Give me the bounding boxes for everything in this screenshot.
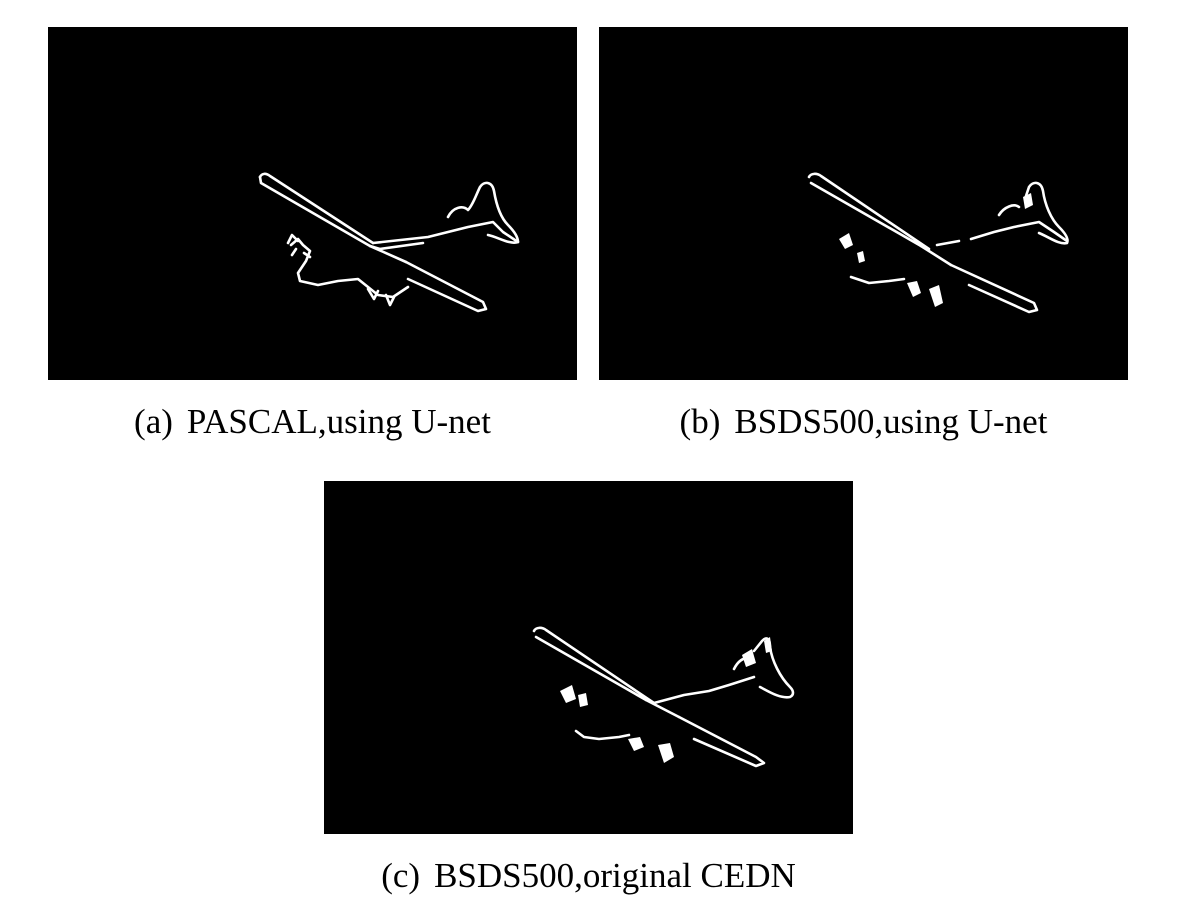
airplane-edge-map-a: [258, 172, 520, 313]
airplane-edge-map-c: [532, 626, 795, 768]
caption-a-text: PASCAL,using U-net: [186, 402, 491, 441]
edge-right-wing: [677, 715, 766, 768]
caption-a: (a) PASCAL,using U-net: [48, 402, 577, 442]
edge-tail-blob: [1023, 193, 1033, 209]
caption-c-text: BSDS500,original CEDN: [434, 856, 796, 895]
edge-wing-root: [368, 241, 425, 264]
edge-engine-blob-left: [839, 233, 865, 263]
caption-b: (b) BSDS500,using U-net: [599, 402, 1128, 442]
edge-fuselage-top: [935, 220, 1069, 247]
edge-right-wing: [949, 263, 1039, 314]
edge-engine-blob-left: [560, 685, 588, 707]
edge-engine-right: [366, 287, 396, 307]
edge-wing-root: [644, 698, 681, 719]
edge-engine-blob-right: [628, 737, 674, 763]
edge-wing-root: [919, 244, 953, 267]
edge-right-wing: [404, 260, 488, 313]
edge-fuselage-top: [371, 220, 520, 245]
edge-left-wing: [258, 175, 382, 251]
edge-left-wing: [807, 172, 931, 251]
edge-tail: [446, 181, 520, 244]
edge-tail: [997, 181, 1069, 245]
caption-a-tag: (a): [134, 402, 173, 441]
panel-a-edge-image: [48, 27, 577, 380]
edge-fuselage-top: [652, 675, 756, 705]
edge-engine-left: [286, 233, 312, 259]
edge-fuselage-bottom: [849, 275, 906, 285]
caption-b-tag: (b): [679, 402, 721, 441]
edge-left-wing: [532, 626, 656, 705]
edge-fuselage-bottom: [574, 729, 631, 741]
edge-left-wing-top: [258, 172, 375, 245]
edge-tail: [732, 637, 795, 699]
caption-c: (c) BSDS500,original CEDN: [324, 856, 853, 896]
airplane-edge-map-b: [807, 172, 1069, 314]
edge-tail-blob: [742, 637, 772, 667]
edge-engine-blob-right: [907, 281, 943, 307]
panel-b-edge-image: [599, 27, 1128, 380]
panel-c-edge-image: [324, 481, 853, 834]
caption-b-text: BSDS500,using U-net: [734, 402, 1048, 441]
caption-c-tag: (c): [381, 856, 421, 895]
